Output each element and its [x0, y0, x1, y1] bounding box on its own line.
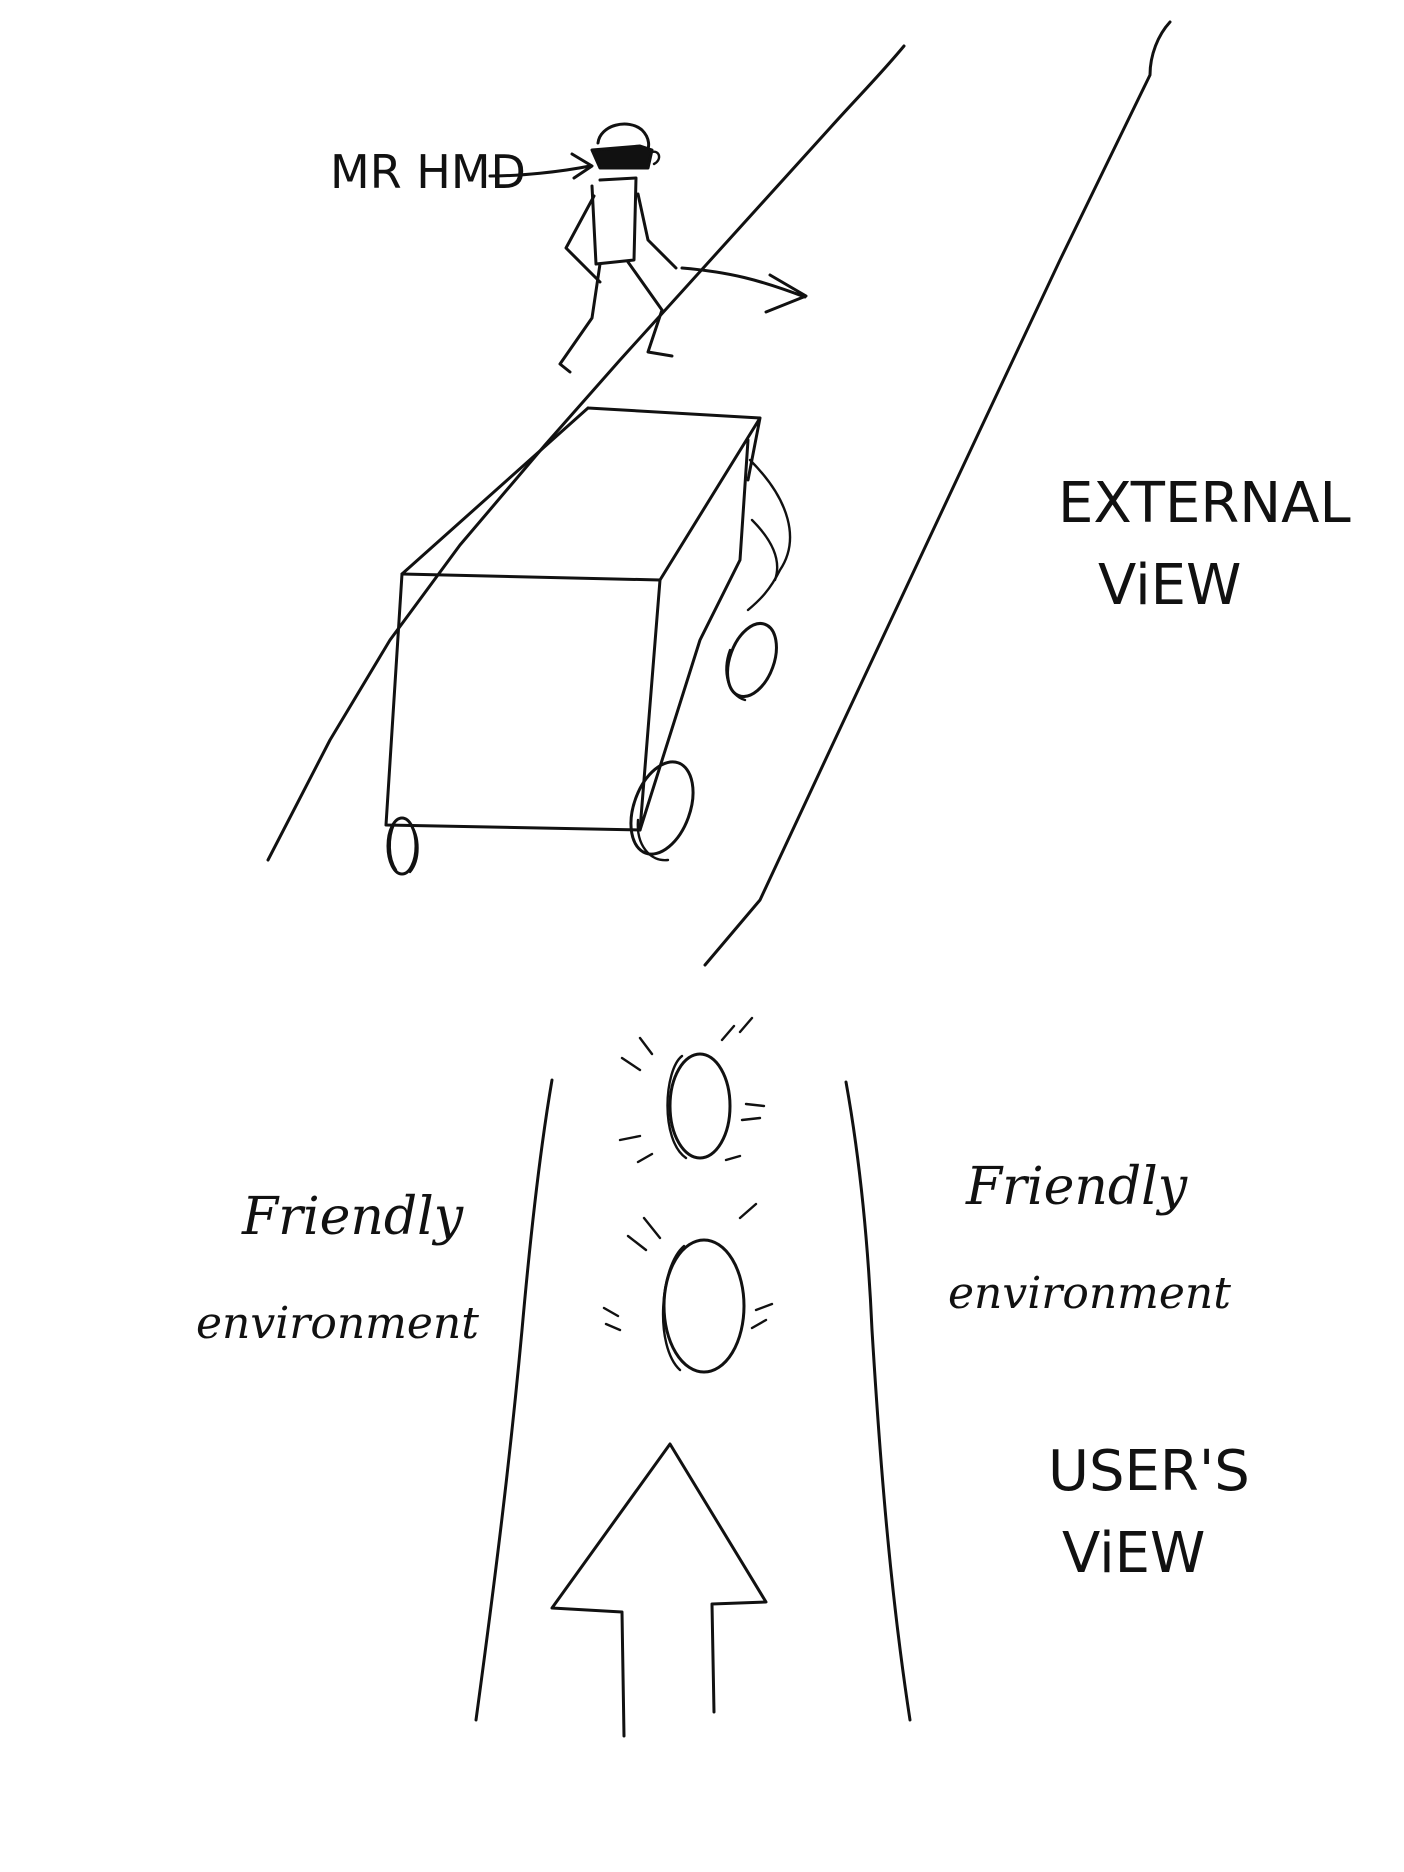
external-view-label-line2: ViEW	[1098, 553, 1241, 618]
friendly-left-line1: Friendly	[241, 1187, 464, 1247]
robot-wheel-front-left	[386, 816, 418, 876]
friendly-right-line2: environment	[948, 1268, 1231, 1319]
corridor-right-edge	[844, 1080, 912, 1722]
road-right-edge	[703, 20, 1172, 967]
users-view-label-line2: ViEW	[1062, 1521, 1205, 1586]
hmd-headset	[590, 144, 654, 170]
users-view-scene: Friendly environment Friendly environmen…	[196, 1016, 1250, 1738]
hmd-pointer-arrow	[488, 152, 594, 180]
corridor-left-edge	[474, 1078, 554, 1722]
road-left-edge	[266, 44, 906, 862]
walk-direction-arrow	[680, 266, 808, 314]
robot-wheel-side	[726, 622, 778, 698]
forward-arrow	[550, 1442, 768, 1738]
friendly-left-line2: environment	[196, 1298, 479, 1349]
glowing-marker-lower	[602, 1202, 774, 1374]
robot-wheel-front-right	[629, 760, 695, 856]
person-figure	[558, 122, 808, 374]
glowing-marker-upper	[618, 1016, 766, 1164]
users-view-label-line1: USER'S	[1048, 1439, 1250, 1504]
external-view-label-line1: EXTERNAL	[1058, 471, 1351, 536]
robot-box	[384, 406, 792, 876]
external-view-scene: MR HMD EXTERNAL ViEW	[266, 20, 1351, 967]
hmd-label: MR HMD	[330, 145, 526, 199]
friendly-right-line1: Friendly	[965, 1157, 1188, 1217]
